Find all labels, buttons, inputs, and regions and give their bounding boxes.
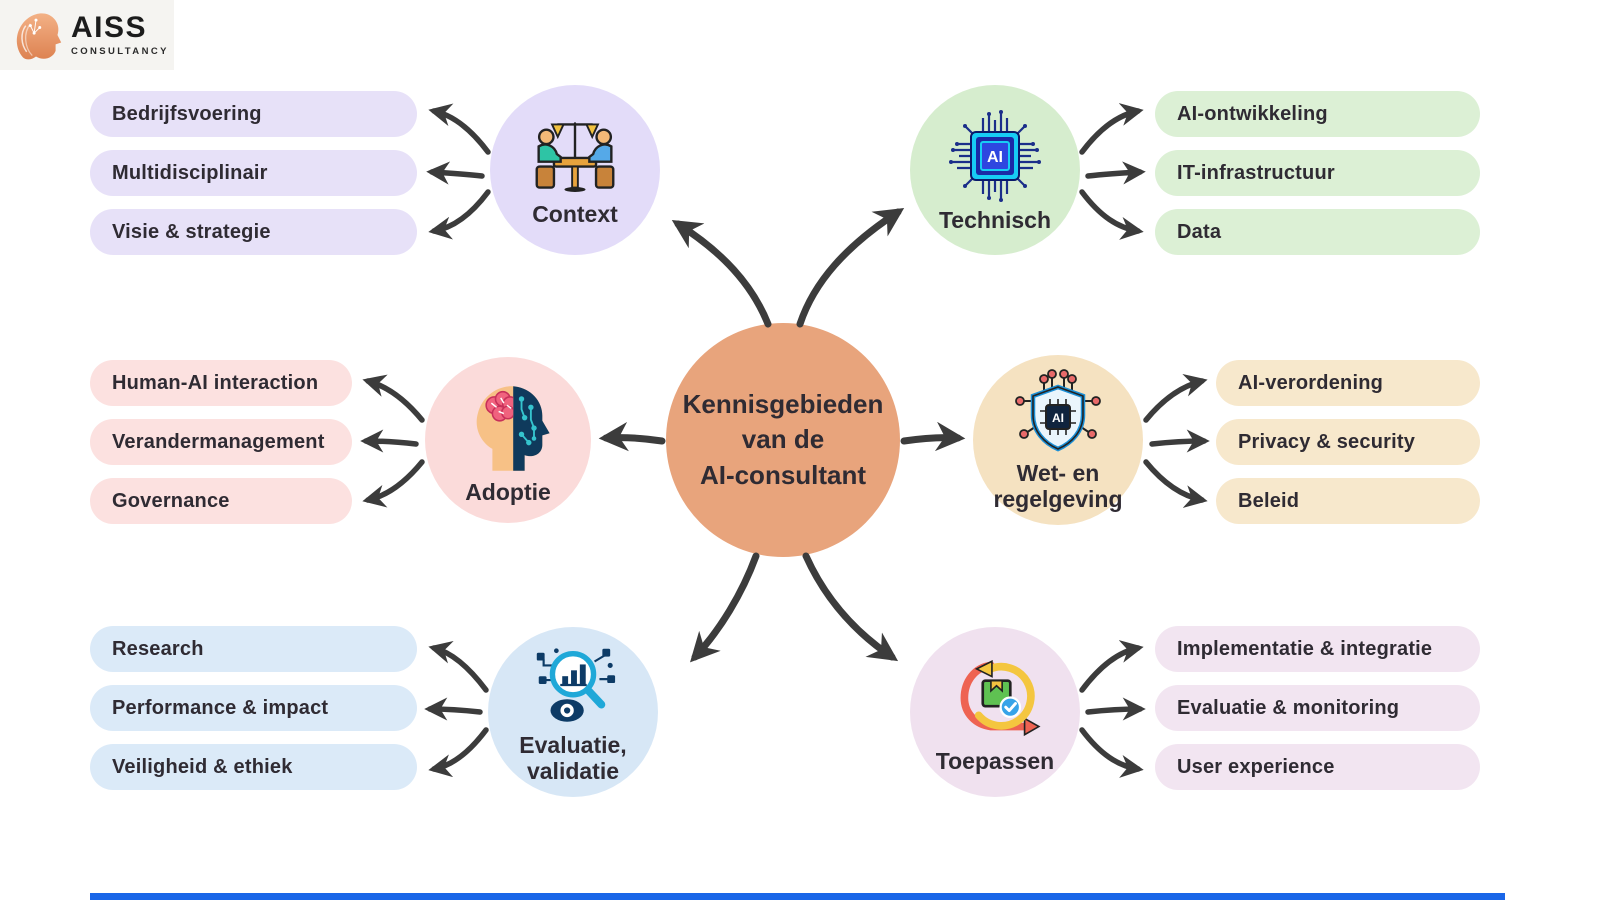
pill-governance: Governance <box>90 478 352 524</box>
pill-research: Research <box>90 626 417 672</box>
node-label-context: Context <box>532 201 618 228</box>
brand-name: AISS <box>71 11 148 44</box>
pill-ai-verordening: AI-verordening <box>1216 360 1480 406</box>
footer-accent-bar <box>90 893 1505 900</box>
pill-multidisciplinair: Multidisciplinair <box>90 150 417 196</box>
pill-privacy-security: Privacy & security <box>1216 419 1480 465</box>
brand-subtitle: CONSULTANCY <box>71 46 169 57</box>
pill-evaluatie-monitoring: Evaluatie & monitoring <box>1155 685 1480 731</box>
agile-loop-icon <box>944 649 1046 747</box>
node-label-toepassen: Toepassen <box>935 748 1055 775</box>
center-title: Kennisgebieden van de AI-consultant <box>682 389 884 490</box>
brand-logo: AISS CONSULTANCY <box>0 0 174 70</box>
node-label-evaluatie-validatie: Evaluatie, validatie <box>519 732 627 784</box>
svg-text:AI: AI <box>987 149 1003 166</box>
pill-data: Data <box>1155 209 1480 255</box>
node-evaluatie-validatie: Evaluatie, validatie <box>488 627 658 797</box>
human-ai-head-icon <box>456 374 560 478</box>
pill-beleid: Beleid <box>1216 478 1480 524</box>
pill-it-infrastructuur: IT-infrastructuur <box>1155 150 1480 196</box>
pill-implementatie-integratie: Implementatie & integratie <box>1155 626 1480 672</box>
pill-veiligheid-ethiek: Veiligheid & ethiek <box>90 744 417 790</box>
pill-user-experience: User experience <box>1155 744 1480 790</box>
ai-chip-icon: AI <box>945 106 1045 206</box>
node-label-adoptie: Adoptie <box>465 479 551 506</box>
pill-ai-ontwikkeling: AI-ontwikkeling <box>1155 91 1480 137</box>
pill-verandermanagement: Verandermanagement <box>90 419 352 465</box>
node-technisch: AI Technisch <box>910 85 1080 255</box>
ai-shield-icon: AI <box>1008 367 1108 459</box>
negotiation-scale-icon <box>525 112 625 200</box>
node-adoptie: Adoptie <box>425 357 591 523</box>
node-label-wet-en-regelgeving: Wet- en regelgeving <box>993 460 1123 512</box>
node-context: Context <box>490 85 660 255</box>
pill-visie-strategie: Visie & strategie <box>90 209 417 255</box>
center-node: Kennisgebieden van de AI-consultant <box>666 323 900 557</box>
node-wet-en-regelgeving: AI Wet- en regelgeving <box>973 355 1143 525</box>
ai-woman-head-logo-icon <box>8 5 64 65</box>
analysis-magnifier-icon <box>524 639 622 731</box>
svg-text:AI: AI <box>1052 411 1064 425</box>
pill-human-ai-interaction: Human-AI interaction <box>90 360 352 406</box>
pill-performance-impact: Performance & impact <box>90 685 417 731</box>
node-label-technisch: Technisch <box>938 207 1052 234</box>
node-toepassen: Toepassen <box>910 627 1080 797</box>
pill-bedrijfsvoering: Bedrijfsvoering <box>90 91 417 137</box>
